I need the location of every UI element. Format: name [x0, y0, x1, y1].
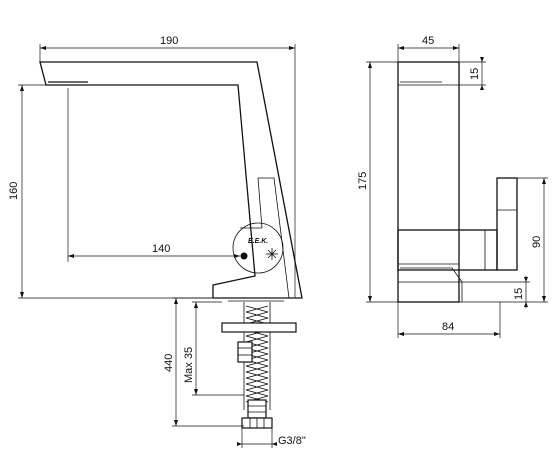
dimension-45: 45 [397, 35, 460, 62]
side-body [397, 61, 460, 303]
svg-text:140: 140 [152, 243, 170, 255]
dimension-15-top: 15 [459, 57, 486, 90]
cold-indicator-icon [266, 248, 278, 260]
dimension-max-35: Max 35 [183, 301, 244, 396]
svg-text:90: 90 [531, 236, 543, 248]
dimension-160: 160 [8, 84, 213, 299]
handle-slot [258, 177, 290, 299]
mounting-shank [243, 302, 271, 410]
svg-text:G3/8": G3/8" [278, 435, 306, 447]
svg-text:45: 45 [422, 35, 434, 47]
svg-text:Max 35: Max 35 [183, 347, 195, 383]
brand-logo: E.E.K. [248, 238, 268, 245]
dimension-thread: G3/8" [237, 428, 306, 448]
control-disk [232, 222, 284, 274]
svg-text:440: 440 [163, 354, 175, 372]
dimension-175: 175 [357, 61, 398, 303]
dimension-190: 190 [39, 35, 296, 298]
mounting-plate [221, 322, 297, 333]
svg-text:160: 160 [8, 182, 20, 200]
faucet-body [39, 61, 303, 299]
dimension-15-base: 15 [462, 276, 530, 308]
front-view: E.E.K. 190 [8, 35, 306, 448]
dimension-90: 90 [500, 177, 548, 303]
side-handle [496, 177, 518, 271]
side-view: 45 15 175 90 [357, 35, 548, 338]
svg-text:15: 15 [513, 288, 525, 300]
dimension-140: 140 [67, 88, 240, 262]
svg-text:15: 15 [469, 68, 481, 80]
svg-text:190: 190 [160, 35, 178, 47]
svg-text:175: 175 [357, 172, 369, 190]
hot-indicator-icon [240, 252, 248, 260]
dimension-440: 440 [163, 297, 244, 427]
svg-text:84: 84 [442, 321, 454, 333]
dimension-84: 84 [397, 302, 501, 338]
hose-fitting [247, 399, 267, 419]
fixing-nut [237, 341, 253, 363]
